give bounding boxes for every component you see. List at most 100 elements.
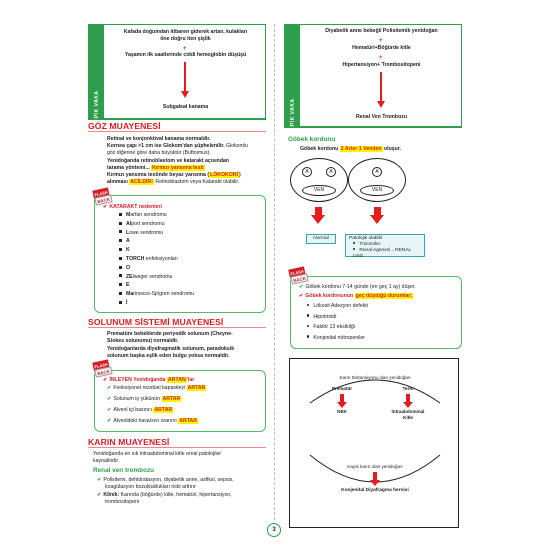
list-item: A bbox=[119, 238, 130, 245]
paragraph: Kornea çapı >1 cm ise Glokom'dan şüphele… bbox=[107, 143, 248, 150]
list-item-initial: Al bbox=[126, 220, 132, 227]
check-icon: ✔ bbox=[107, 407, 112, 413]
arrow-head bbox=[370, 480, 380, 486]
case-line: Yaşamın ilk saatlerinde ciddi hemoglobin… bbox=[124, 52, 247, 58]
text: KATARAKT bbox=[109, 204, 138, 210]
bullet-icon bbox=[119, 274, 122, 278]
subheading-umbilical-cord: Göbek kordonu bbox=[288, 136, 336, 143]
flashback-badge: FLASH BACK bbox=[286, 266, 309, 286]
artery-circle: A bbox=[372, 167, 382, 177]
section-rule bbox=[88, 327, 266, 328]
bullet-item: ✔Polisitemi, dehidratasyon, diyabetik an… bbox=[97, 477, 234, 483]
highlight-increases: ARTAR bbox=[153, 407, 174, 413]
typical-case-box-renal-vein: TİPİK VAKA Diyabetik anne bebeği/ Polisi… bbox=[284, 24, 462, 131]
down-arrow-icon bbox=[373, 472, 377, 480]
umbilical-cord-abnormal-diagram bbox=[348, 158, 406, 202]
bullet-icon bbox=[119, 265, 122, 269]
text: nedenleri bbox=[137, 204, 162, 210]
box-underline bbox=[284, 127, 462, 128]
mass-label: Kitle bbox=[403, 415, 413, 420]
section-rule bbox=[88, 131, 266, 132]
text-bold: Klinik: bbox=[103, 492, 120, 498]
list-item-text: Alveoldeki hava/sıvı oranını bbox=[113, 418, 179, 424]
list-item-text: lweger sendromu bbox=[132, 273, 173, 280]
list-item: Alport sendromu bbox=[119, 221, 165, 228]
case-result: Subgaleal kanama bbox=[162, 104, 209, 110]
text-bold: Kornea çapı >1 cm ise Glokom'dan şüphele… bbox=[107, 143, 225, 149]
list-item-text: arfan sendromu bbox=[130, 212, 167, 218]
bullet-icon bbox=[119, 230, 122, 234]
down-arrow-icon bbox=[315, 207, 322, 215]
pathologic-title: Patolojik olabilir bbox=[349, 236, 383, 241]
list-item: Renal Agenezi→RENAL USG bbox=[349, 248, 421, 260]
paragraph: solunum başka eşlik eden bulgu yoksa nor… bbox=[107, 353, 230, 359]
bullet-item-cont: trombositopeni bbox=[105, 499, 140, 505]
list-item-text: port sendromu bbox=[131, 220, 165, 227]
highlight-red-reflex-test: Kırmızı yansıma testi bbox=[151, 165, 205, 171]
text: Karında (böğürde) kitle, hematüri, hiper… bbox=[119, 492, 232, 498]
preterm-label: Prematür bbox=[331, 386, 353, 391]
list-item-initial: TORCH bbox=[126, 256, 145, 262]
list-item-text: owe sendromu bbox=[129, 229, 164, 236]
arrow-head bbox=[337, 402, 347, 408]
diaphragmatic-hernia-label: Konjenital Diyafragma hernisi bbox=[341, 488, 409, 493]
typical-case-tab-label: TİPİK VAKA bbox=[289, 98, 296, 132]
list-item: Trizomiler bbox=[349, 242, 421, 248]
bullet-icon bbox=[353, 242, 356, 245]
bullet-icon bbox=[307, 324, 310, 328]
down-arrow-icon bbox=[184, 62, 186, 92]
paragraph: Yenidoğanda en sık intraabdominal kitle … bbox=[93, 451, 222, 457]
list-header: ✔KATARAKT nedenleri bbox=[103, 204, 162, 210]
list-item: ✔Alveol içi basıncı ARTAR bbox=[107, 407, 174, 414]
bullet-icon bbox=[119, 283, 122, 287]
case-line: Hematüri+Böğürde kitle bbox=[352, 45, 411, 51]
list-item: ZElweger sendromu bbox=[119, 274, 172, 281]
list-item: İ bbox=[119, 300, 127, 307]
paragraph: tarama yöntemi... Kırmızı yansıma testi bbox=[107, 165, 205, 172]
bullet-icon bbox=[307, 335, 310, 338]
section-title-respiratory-exam: SOLUNUM SİSTEMİ MUAYENESİ bbox=[88, 317, 224, 327]
nec-label: NEK bbox=[337, 409, 347, 414]
bullet-icon bbox=[119, 212, 122, 216]
bullet-icon bbox=[119, 292, 122, 296]
list-item-text: Trizomiler bbox=[359, 242, 381, 247]
column-divider bbox=[274, 24, 275, 520]
paragraph: alınması ACİLDİR! Retinoblastom veya Kat… bbox=[107, 179, 239, 186]
down-arrow-icon bbox=[340, 394, 344, 402]
plus-sign: + bbox=[379, 55, 383, 61]
list-item-text: Alveol içi basıncı bbox=[113, 407, 154, 413]
paragraph: Stokes solunumu) normaldir. bbox=[107, 338, 179, 344]
list-item-initial: O bbox=[126, 264, 131, 271]
list-item-text: Renal Agenezi→RENAL USG bbox=[353, 248, 411, 259]
artery-circle: A bbox=[302, 167, 312, 177]
bullet-icon bbox=[353, 248, 356, 251]
text: Polisitemi, dehidratasyon, diyabetik ann… bbox=[103, 477, 234, 483]
bullet-item: ✔Klinik: Karında (böğürde) kitle, hematü… bbox=[97, 492, 232, 498]
arrow-head bbox=[403, 402, 413, 408]
paragraph: Yenidoğanlarda diyafragmatik solunum, pa… bbox=[107, 346, 235, 352]
typical-case-tab: TİPİK VAKA bbox=[285, 25, 300, 131]
highlight-increases: ARTAR bbox=[161, 396, 182, 402]
case-result: Renal Ven Trombozu bbox=[355, 114, 408, 120]
list-item-initial: Ma bbox=[126, 291, 134, 298]
bullet-icon bbox=[307, 303, 310, 307]
list-item-initial: ZE bbox=[126, 273, 133, 280]
text: Retinoblastom veya Katarakt olabilir. bbox=[153, 179, 240, 185]
bullet-icon bbox=[119, 300, 122, 304]
distended-abdomen-label: Karın Distansiyonu olan yenidoğan bbox=[339, 375, 411, 380]
paragraph: Göbek kordonu 2 Arter 1 Venden oluşur. bbox=[300, 146, 401, 153]
text: Kırmızı yansıma testinde beyaz yansıma ( bbox=[107, 172, 210, 178]
subheading-renal-vein-thrombosis: Renal ven trombozu bbox=[93, 467, 155, 474]
list-item-text: Solunum iş yükünün bbox=[113, 396, 162, 402]
section-rule bbox=[88, 447, 266, 448]
list-item-text: Lökosit Adezyon defekti bbox=[313, 303, 368, 309]
check-icon: ✔ bbox=[107, 385, 112, 391]
term-label: Term bbox=[402, 386, 414, 391]
list-item: E bbox=[119, 282, 129, 289]
highlight-increases: ARTAR bbox=[186, 385, 207, 391]
case-line: Diyabetik anne bebeği/ Polisitemik yenid… bbox=[325, 28, 438, 34]
paragraph: kaynaklıdır. bbox=[93, 458, 120, 464]
normal-box: Normal bbox=[306, 234, 336, 244]
